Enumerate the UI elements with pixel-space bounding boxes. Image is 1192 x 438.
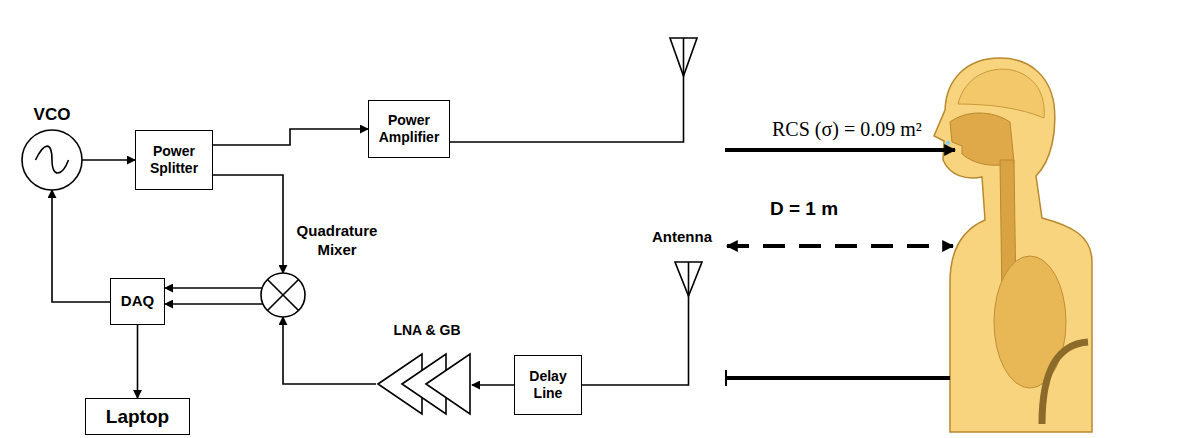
process-box: Power Splitter	[135, 130, 213, 190]
node-label: VCO	[16, 104, 88, 125]
signal-connector	[137, 325, 139, 398]
signal-connector	[52, 190, 110, 302]
circle-outline	[20, 128, 84, 192]
signal-connector	[165, 287, 262, 289]
sine-symbol	[36, 146, 69, 173]
node-label: DAQ	[118, 292, 157, 311]
brain-region	[958, 69, 1044, 118]
signal-connector	[472, 384, 514, 386]
node-label: Quadrature Mixer	[292, 222, 382, 260]
distance-label: D = 1 m	[770, 198, 838, 220]
nasal-cavity	[950, 113, 1014, 165]
process-box: Laptop	[85, 398, 190, 435]
oscillator-circle: VCO	[16, 104, 88, 192]
amplifier-triangle	[378, 354, 422, 414]
circle-outline	[22, 130, 82, 190]
human-figure	[934, 58, 1092, 432]
process-box: DAQ	[110, 278, 165, 325]
signal-connector	[82, 159, 135, 161]
mixer-circle: Quadrature Mixer	[258, 222, 384, 320]
amplifier-triangle	[426, 354, 470, 414]
body-outline	[934, 58, 1092, 432]
rx-wave-line	[726, 376, 950, 380]
circle-outline	[261, 273, 305, 317]
node-label: LNA & GB	[382, 322, 472, 340]
node-label: Power Amplifier	[369, 112, 449, 147]
rcs-label: RCS (σ) = 0.09 m²	[772, 118, 922, 141]
tx-wire	[446, 38, 684, 142]
mouth-mark	[946, 141, 950, 145]
node-label: Laptop	[103, 405, 172, 429]
amplifier-triangle	[402, 354, 446, 414]
process-box: Power Amplifier	[368, 100, 450, 158]
signal-connector	[283, 317, 376, 384]
amplifier-symbol	[376, 352, 472, 416]
tx-wave-arrow	[725, 148, 955, 152]
diaphragm-curve	[1042, 342, 1088, 424]
signal-connector	[213, 175, 283, 273]
rx-wave-tick	[725, 370, 727, 386]
circle-outline	[259, 271, 307, 319]
signal-connector	[213, 129, 368, 145]
node-label: Power Splitter	[136, 143, 212, 178]
amplifier-symbol: LNA & GB	[376, 322, 472, 418]
antenna-label: Antenna	[652, 228, 712, 245]
signal-connector	[165, 303, 263, 305]
distance-arrow	[727, 244, 953, 248]
rx-wire	[578, 262, 689, 385]
lung	[994, 256, 1066, 388]
mixer-cross	[267, 279, 298, 310]
process-box: Delay Line	[514, 355, 582, 415]
node-label: Delay Line	[515, 368, 581, 403]
